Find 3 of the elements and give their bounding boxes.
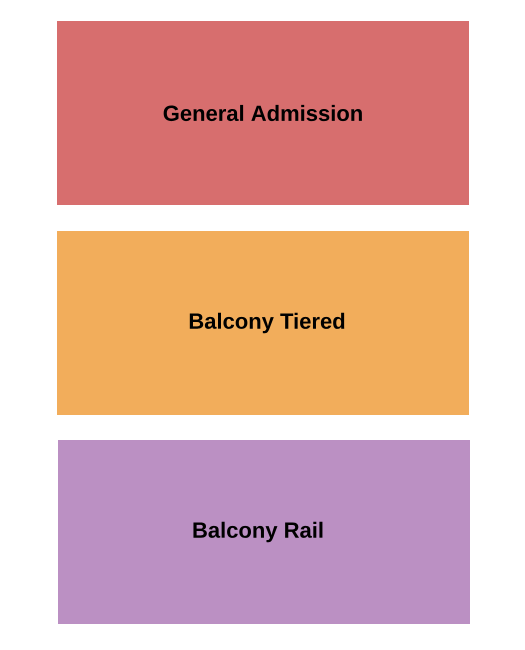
section-box: Balcony Rail (58, 440, 470, 624)
section-box: Balcony Tiered (57, 231, 469, 415)
section-box: General Admission (57, 21, 469, 205)
